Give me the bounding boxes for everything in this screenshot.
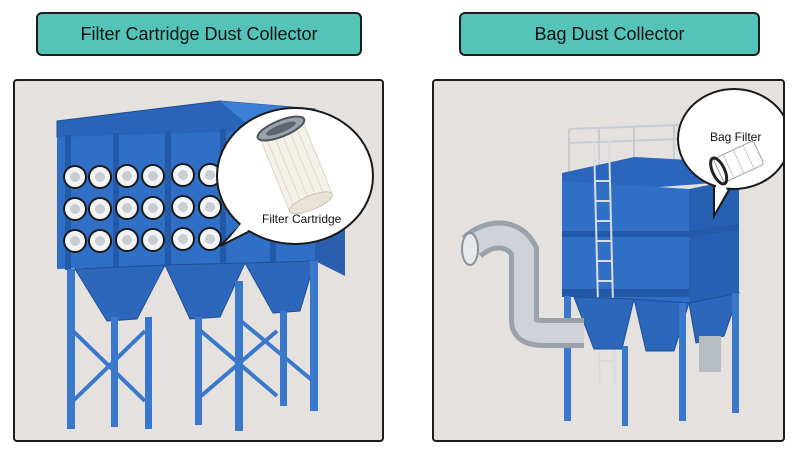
bag-filter-label: Bag Filter [710, 130, 761, 144]
cartridge-collector-illustration: Filter Cartridge [56, 100, 374, 431]
silver-duct [461, 220, 721, 372]
title-filter-cartridge: Filter Cartridge Dust Collector [36, 12, 362, 56]
filter-cartridge-callout: Filter Cartridge [216, 107, 374, 247]
title-filter-cartridge-text: Filter Cartridge Dust Collector [80, 23, 318, 44]
bag-filter-callout: Bag Filter [677, 88, 783, 220]
bag-collector-illustration: Bag Filter [461, 88, 783, 426]
panel-filter-cartridge-collector: Filter Cartridge [13, 79, 384, 442]
panel-bag-dust-collector: Bag Filter [432, 79, 785, 442]
title-bag-dust-collector: Bag Dust Collector [459, 12, 760, 56]
filter-cartridge-label: Filter Cartridge [262, 212, 342, 226]
title-bag-dust-collector-text: Bag Dust Collector [534, 23, 685, 44]
